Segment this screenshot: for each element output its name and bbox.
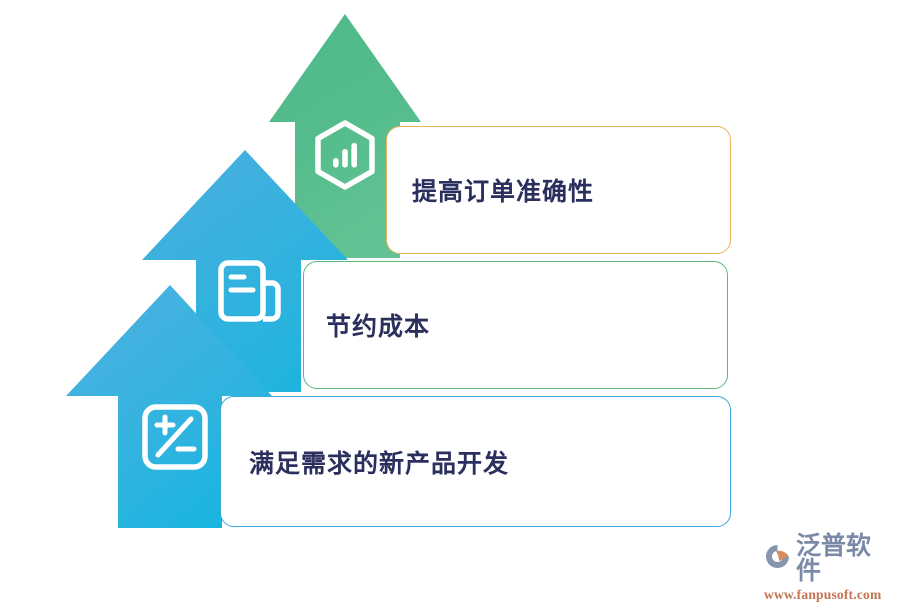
step-card-3-label: 满足需求的新产品开发 xyxy=(249,449,510,478)
step-card-3[interactable]: 满足需求的新产品开发 xyxy=(220,396,731,527)
brand-name: 泛普软件 xyxy=(796,532,872,585)
brand-url: www.fanpusoft.com xyxy=(764,587,882,602)
brand-logo-row: 泛普软件 xyxy=(763,534,895,584)
brand-logo[interactable]: 泛普软件 www.fanpusoft.com xyxy=(763,534,895,603)
step-card-1[interactable]: 提高订单准确性 xyxy=(386,126,731,254)
step-card-2[interactable]: 节约成本 xyxy=(303,261,728,389)
step-card-1-label: 提高订单准确性 xyxy=(412,178,595,206)
step-card-2-label: 节约成本 xyxy=(326,313,431,341)
fanpu-swoosh-logo-icon xyxy=(763,543,792,575)
